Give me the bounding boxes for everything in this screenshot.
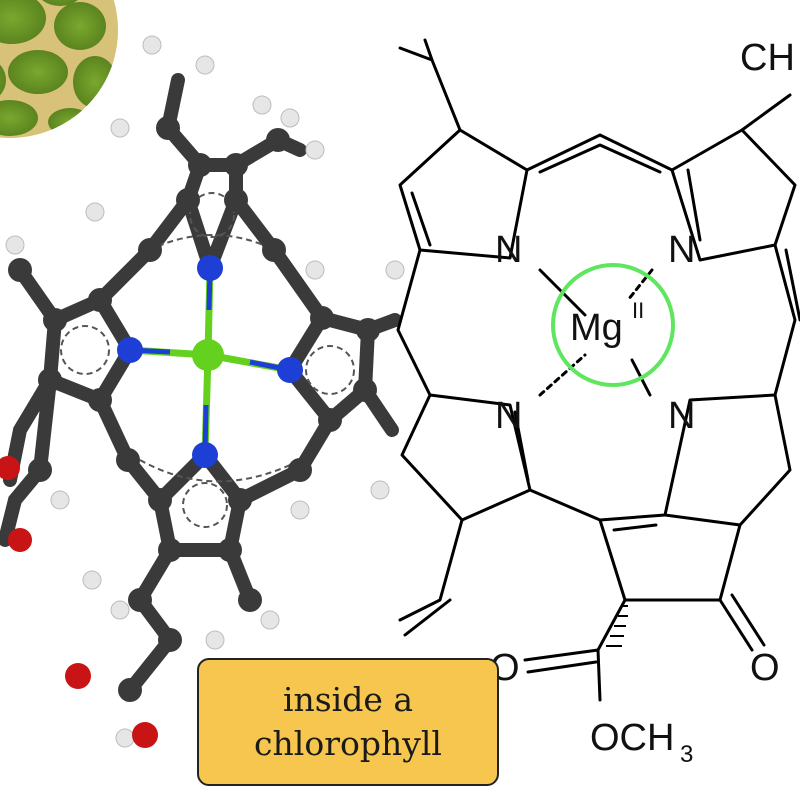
ketone-oxygen-label: O xyxy=(750,647,780,689)
methoxy-subscript: 3 xyxy=(680,741,693,768)
nitrogen-label-tr: N xyxy=(668,229,695,271)
nitrogen-label-bl: N xyxy=(495,395,522,437)
nitrogen-label-tl: N xyxy=(495,229,522,271)
nitrogen-label-br: N xyxy=(668,395,695,437)
caption-line-2: chlorophyll xyxy=(254,724,442,763)
magnesium-atom xyxy=(192,339,224,371)
caption-box: inside a chlorophyll xyxy=(197,658,499,786)
methyl-label: CH xyxy=(740,37,795,79)
oxidation-state-label: II xyxy=(632,298,644,323)
mg-highlight-ring xyxy=(551,263,675,387)
magnesium-label: Mg xyxy=(570,307,623,349)
caption-line-1: inside a xyxy=(282,680,414,719)
methoxy-label: OCH xyxy=(590,717,674,759)
